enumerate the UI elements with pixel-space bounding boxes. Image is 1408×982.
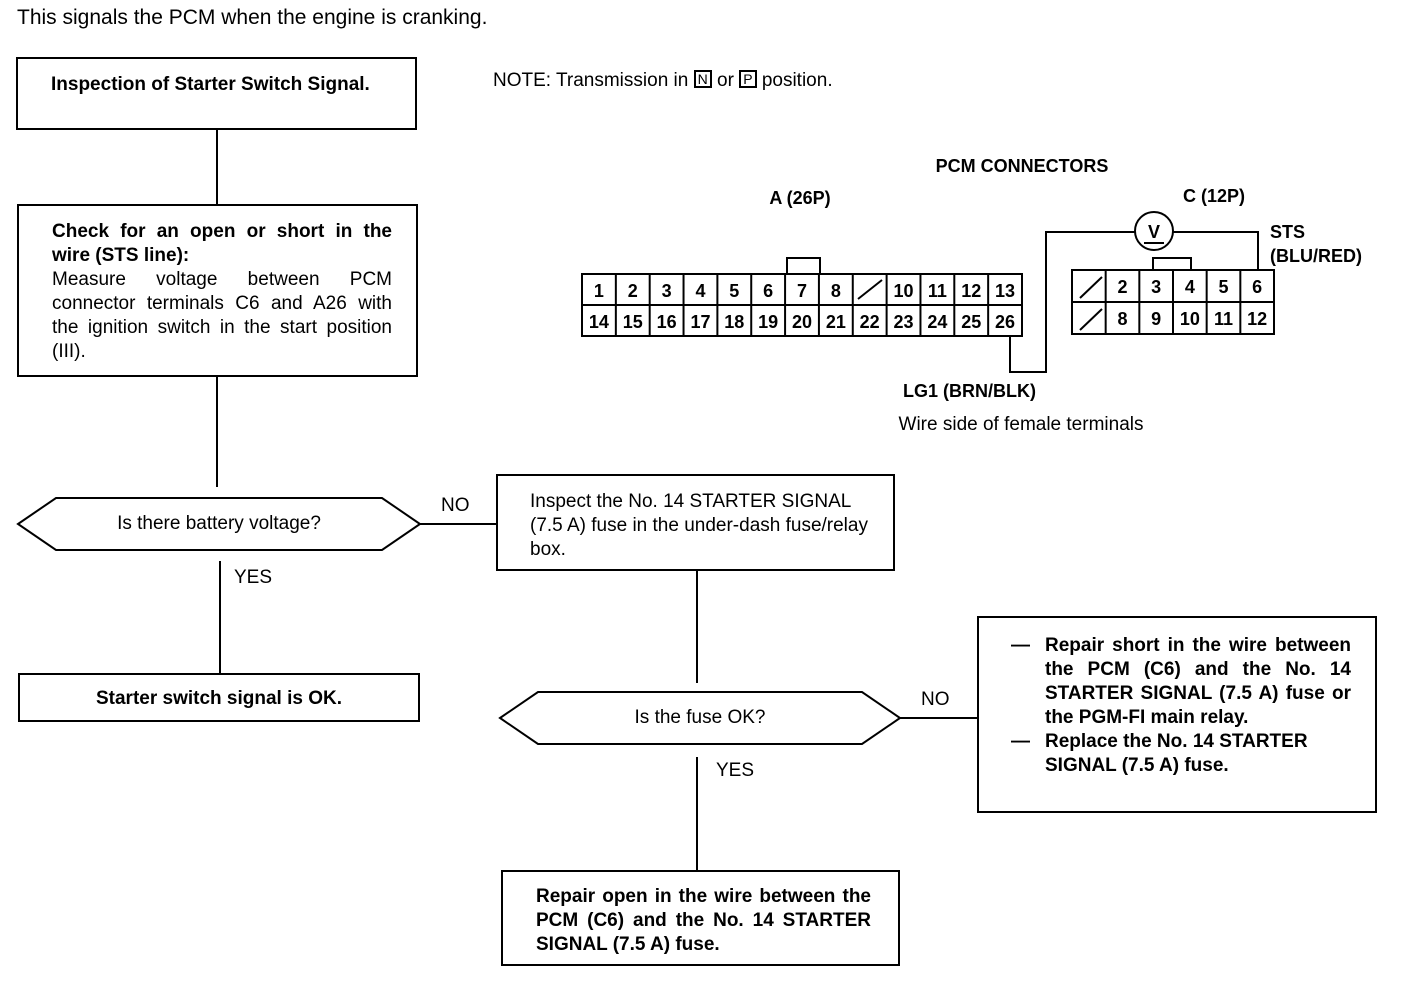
connector-a-pin-11: 11 — [928, 281, 947, 301]
voltmeter-symbol — [1134, 211, 1174, 251]
transmission-note: NOTE: Transmission in N or P position. — [493, 70, 833, 92]
connector-c-row2: 8 9 10 11 12 — [1117, 309, 1267, 329]
repair-short-box: — Repair short in the wire between the P… — [977, 616, 1377, 813]
connector-c-empty-slot-top — [1079, 276, 1103, 299]
inspect-fuse-box: Inspect the No. 14 STARTER SIGNAL (7.5 A… — [496, 474, 895, 571]
connector-a-row2: 14 15 16 17 18 19 20 21 22 23 24 25 26 — [589, 312, 1015, 332]
connector-a-pin-14: 14 — [589, 312, 609, 332]
bullet-dash: — — [1011, 731, 1030, 752]
connector-c-pin-9: 9 — [1151, 309, 1161, 329]
q2-diamond — [498, 691, 902, 745]
repair-open-box: Repair open in the wire between the PCM … — [501, 870, 900, 966]
lg1-label: LG1 (BRN/BLK) — [903, 381, 1036, 401]
result-ok-text: Starter switch signal is OK. — [95, 688, 343, 709]
step-inspection-text: Inspection of Starter Switch Signal. — [51, 74, 370, 95]
step-check-wire-box: Check for an open or short in the wire (… — [17, 204, 418, 377]
connector-a-pin-4: 4 — [695, 281, 705, 301]
connector-c-label: C (12P) — [1183, 186, 1245, 206]
q1-no-label: NO — [441, 495, 470, 516]
connector-c-pin-2: 2 — [1117, 277, 1127, 297]
repair-short-item: — Repair short in the wire between the P… — [1011, 634, 1351, 730]
step-check-wire-title: Check for an open or short in the wire (… — [52, 221, 392, 266]
step-check-wire-body: Measure voltage between PCM connector te… — [52, 269, 392, 362]
connector-c-pin-11: 11 — [1214, 309, 1233, 329]
page-caption: This signals the PCM when the engine is … — [17, 6, 488, 29]
connector-c-pin-4: 4 — [1185, 277, 1195, 297]
connector-a-pin-19: 19 — [758, 312, 778, 332]
connector-a-pin-5: 5 — [729, 281, 739, 301]
result-ok-box: Starter switch signal is OK. — [18, 673, 420, 722]
connector-a-pin-26: 26 — [995, 312, 1015, 332]
connector-c-pin-6: 6 — [1252, 277, 1262, 297]
connector-a-key — [786, 257, 821, 275]
connector-a-pin-7: 7 — [797, 281, 807, 301]
gear-p-symbol: P — [739, 70, 757, 88]
wire-side-caption: Wire side of female terminals — [899, 414, 1144, 435]
connector-a-pin-23: 23 — [894, 312, 914, 332]
note-or: or — [717, 70, 734, 91]
connector-a-pin-1: 1 — [594, 281, 604, 301]
connector-a-pin-3: 3 — [662, 281, 672, 301]
inspect-fuse-text: Inspect the No. 14 STARTER SIGNAL (7.5 A… — [530, 491, 868, 560]
repair-open-text: Repair open in the wire between the PCM … — [536, 886, 871, 955]
connector-c-pin-5: 5 — [1218, 277, 1228, 297]
connector-a-pin-8: 8 — [831, 281, 841, 301]
connector-a-pin-12: 12 — [961, 281, 981, 301]
connector-c-pin-10: 10 — [1180, 309, 1200, 329]
note-prefix: NOTE: Transmission in — [493, 70, 689, 91]
q1-question: Is there battery voltage? — [117, 513, 321, 534]
connector-a-empty-slot — [857, 279, 883, 300]
connector-a-pin-6: 6 — [763, 281, 773, 301]
connector-c-row1: 2 3 4 5 6 — [1117, 277, 1262, 297]
voltmeter-letter: V — [1148, 222, 1160, 242]
connector-a-pin-15: 15 — [623, 312, 643, 332]
q2-yes-label: YES — [716, 760, 755, 781]
connector-c-key — [1152, 257, 1192, 271]
bullet-dash: — — [1011, 635, 1030, 656]
connector-a-pin-13: 13 — [995, 281, 1015, 301]
connector-a-pin-10: 10 — [894, 281, 914, 301]
q1-yes-label: YES — [234, 567, 273, 588]
voltmeter-wiring — [1009, 211, 1259, 373]
connector-c-pin-3: 3 — [1151, 277, 1161, 297]
connector-a-pin-20: 20 — [792, 312, 812, 332]
connector-a-label: A (26P) — [769, 188, 830, 208]
connector-a-pin-17: 17 — [690, 312, 710, 332]
sts-label: STS — [1270, 222, 1305, 242]
connector-a-pin-22: 22 — [860, 312, 880, 332]
pcm-connectors-title: PCM CONNECTORS — [936, 156, 1109, 176]
step-inspection-box: Inspection of Starter Switch Signal. — [16, 57, 417, 130]
connector-a-pin-21: 21 — [826, 312, 846, 332]
note-suffix: position. — [761, 70, 833, 91]
connector-a-pin-16: 16 — [657, 312, 677, 332]
replace-fuse-item: — Replace the No. 14 STARTER SIGNAL (7.5… — [1011, 730, 1351, 778]
connector-c-pin-8: 8 — [1117, 309, 1127, 329]
connector-a-pin-2: 2 — [628, 281, 638, 301]
connector-a-pin-24: 24 — [927, 312, 947, 332]
connector-a-pin-18: 18 — [724, 312, 744, 332]
connector-a — [581, 257, 1023, 337]
connector-a-pin-25: 25 — [961, 312, 981, 332]
sts-wire-color: (BLU/RED) — [1270, 246, 1362, 266]
q2-no-label: NO — [921, 689, 950, 710]
q1-diamond — [16, 497, 422, 551]
connector-c — [1071, 257, 1275, 335]
replace-fuse-text: Replace the No. 14 STARTER SIGNAL (7.5 A… — [1045, 731, 1308, 776]
connector-c-pin-12: 12 — [1247, 309, 1267, 329]
connector-c-empty-slot-bottom — [1079, 308, 1103, 331]
gear-n-symbol: N — [693, 70, 712, 88]
q2-question: Is the fuse OK? — [634, 707, 766, 728]
repair-short-text: Repair short in the wire between the PCM… — [1045, 635, 1351, 728]
